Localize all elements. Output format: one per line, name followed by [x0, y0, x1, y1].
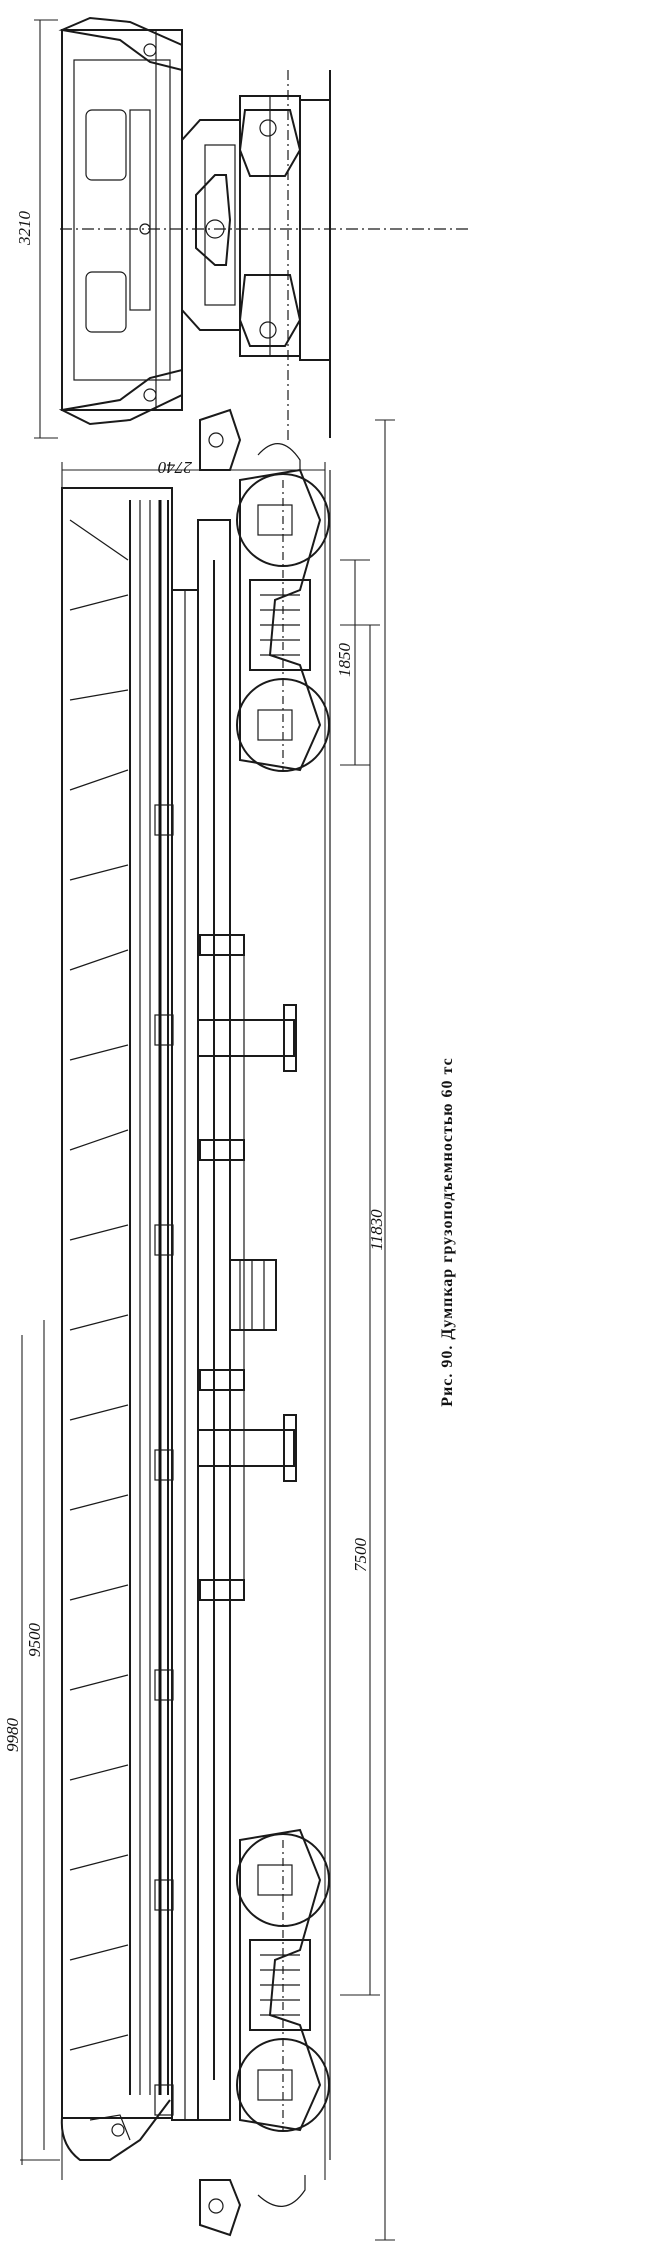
dim-overall-length: 11830 [367, 1209, 386, 1251]
hopper-body [61, 487, 173, 2119]
dim-body-length: 9500 [25, 1623, 44, 1658]
left-dimension-lines [20, 1320, 60, 2165]
dimension-lines [340, 419, 395, 2241]
couplers [199, 408, 242, 2237]
hopper-ribs [69, 519, 129, 2051]
side-view [60, 408, 331, 2237]
bogie-rear [236, 1828, 330, 2132]
dim-height: 2740 [158, 458, 193, 477]
end-view [34, 16, 470, 440]
dim-bogie-wheelbase: 1850 [335, 643, 354, 678]
body-clamps [154, 804, 174, 2116]
dim-body-length-overall: 9980 [3, 1718, 22, 1753]
dim-bogie-centers: 7500 [351, 1538, 370, 1573]
dim-end-width: 3210 [15, 211, 34, 247]
end-view-body [61, 29, 183, 411]
figure-caption: Рис. 90. Думпкар грузоподъемностью 60 тс [439, 1057, 456, 1406]
tipping-cylinders [197, 934, 297, 1601]
bogie-front [236, 468, 330, 772]
